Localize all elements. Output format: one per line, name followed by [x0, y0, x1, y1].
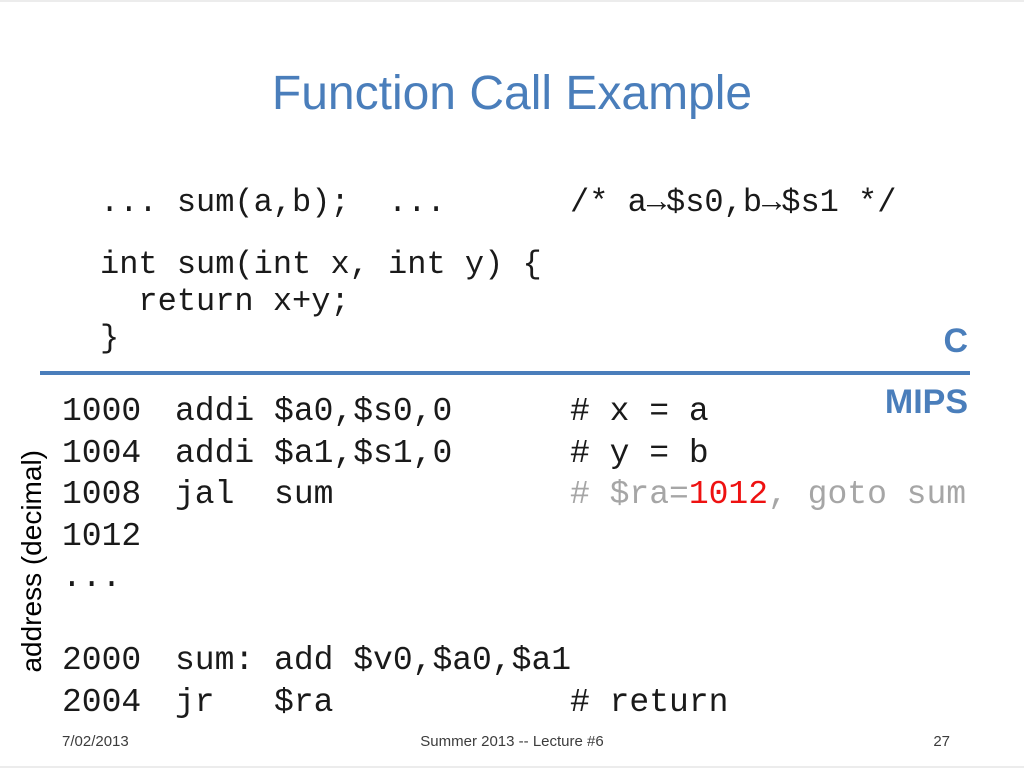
mips-comment: # y = b	[570, 434, 709, 472]
mips-section-label: MIPS	[884, 383, 968, 421]
mips-row-1008: 1008 jal sum # $ra=1012, goto sum	[62, 474, 966, 516]
footer-page-number: 27	[933, 733, 950, 750]
c-call-line: ... sum(a,b); ... /* a→$s0,b→$s1 */	[100, 184, 896, 246]
mips-instruction: jr $ra	[175, 683, 334, 721]
mips-address: 1000	[62, 393, 142, 430]
mips-comment-text: # $ra=	[570, 476, 689, 513]
mips-comment-return-address: 1012	[688, 476, 769, 513]
mips-instruction: addi $a1,$s1,0	[175, 434, 453, 472]
mips-comment-text: , goto sum	[768, 476, 967, 513]
mips-address: 1012	[62, 517, 142, 555]
c-def-line-return: return x+y;	[100, 283, 350, 320]
mips-address: ...	[62, 559, 122, 596]
c-call-code: ... sum(a,b); ...	[100, 184, 446, 221]
page-title: Function Call Example	[271, 67, 753, 120]
mips-row-1004: 1004 addi $a1,$s1,0 # y = b	[62, 433, 966, 475]
section-divider	[40, 371, 970, 375]
mips-code-block: 1000 addi $a0,$s0,0 # x = a 1004 addi $a1,$…	[62, 391, 966, 723]
mips-row-1000: 1000 addi $a0,$s0,0 # x = a	[62, 391, 966, 433]
mips-comment: # $ra=1012, goto sum	[570, 476, 966, 513]
mips-address: 2004	[62, 683, 142, 721]
mips-comment: # x = a	[570, 393, 709, 430]
address-axis-label: address (decimal)	[12, 420, 52, 702]
mips-address: 1004	[62, 434, 142, 472]
c-def-line-open: int sum(int x, int y) {	[100, 246, 542, 283]
c-def-line-close: }	[100, 320, 120, 357]
footer-date: 7/02/2013	[62, 733, 129, 750]
mips-address: 2000	[62, 642, 142, 679]
c-call-comment: /* a→$s0,b→$s1 */	[570, 184, 897, 221]
footer-lecture-title: Summer 2013 -- Lecture #6	[420, 733, 604, 750]
mips-row-2004: 2004 jr $ra # return	[62, 682, 966, 724]
mips-row-ellipsis: ...	[62, 557, 966, 599]
mips-comment: # return	[570, 683, 729, 721]
mips-address: 1008	[62, 476, 142, 513]
mips-instruction: addi $a0,$s0,0	[175, 393, 453, 430]
mips-row-2000: 2000 sum: add $v0,$a0,$a1	[62, 640, 966, 682]
c-code-block: ... sum(a,b); ... /* a→$s0,b→$s1 */ int s…	[100, 184, 896, 357]
mips-row-spacer	[62, 599, 966, 641]
address-axis-text: address (decimal)	[16, 449, 47, 673]
mips-instruction-jal: jal sum	[175, 476, 334, 513]
mips-row-1012: 1012	[62, 516, 966, 558]
c-section-label: C	[943, 322, 968, 360]
footer: 7/02/2013 Summer 2013 -- Lecture #6 27	[0, 732, 1024, 750]
mips-instruction: sum: add $v0,$a0,$a1	[175, 642, 572, 679]
